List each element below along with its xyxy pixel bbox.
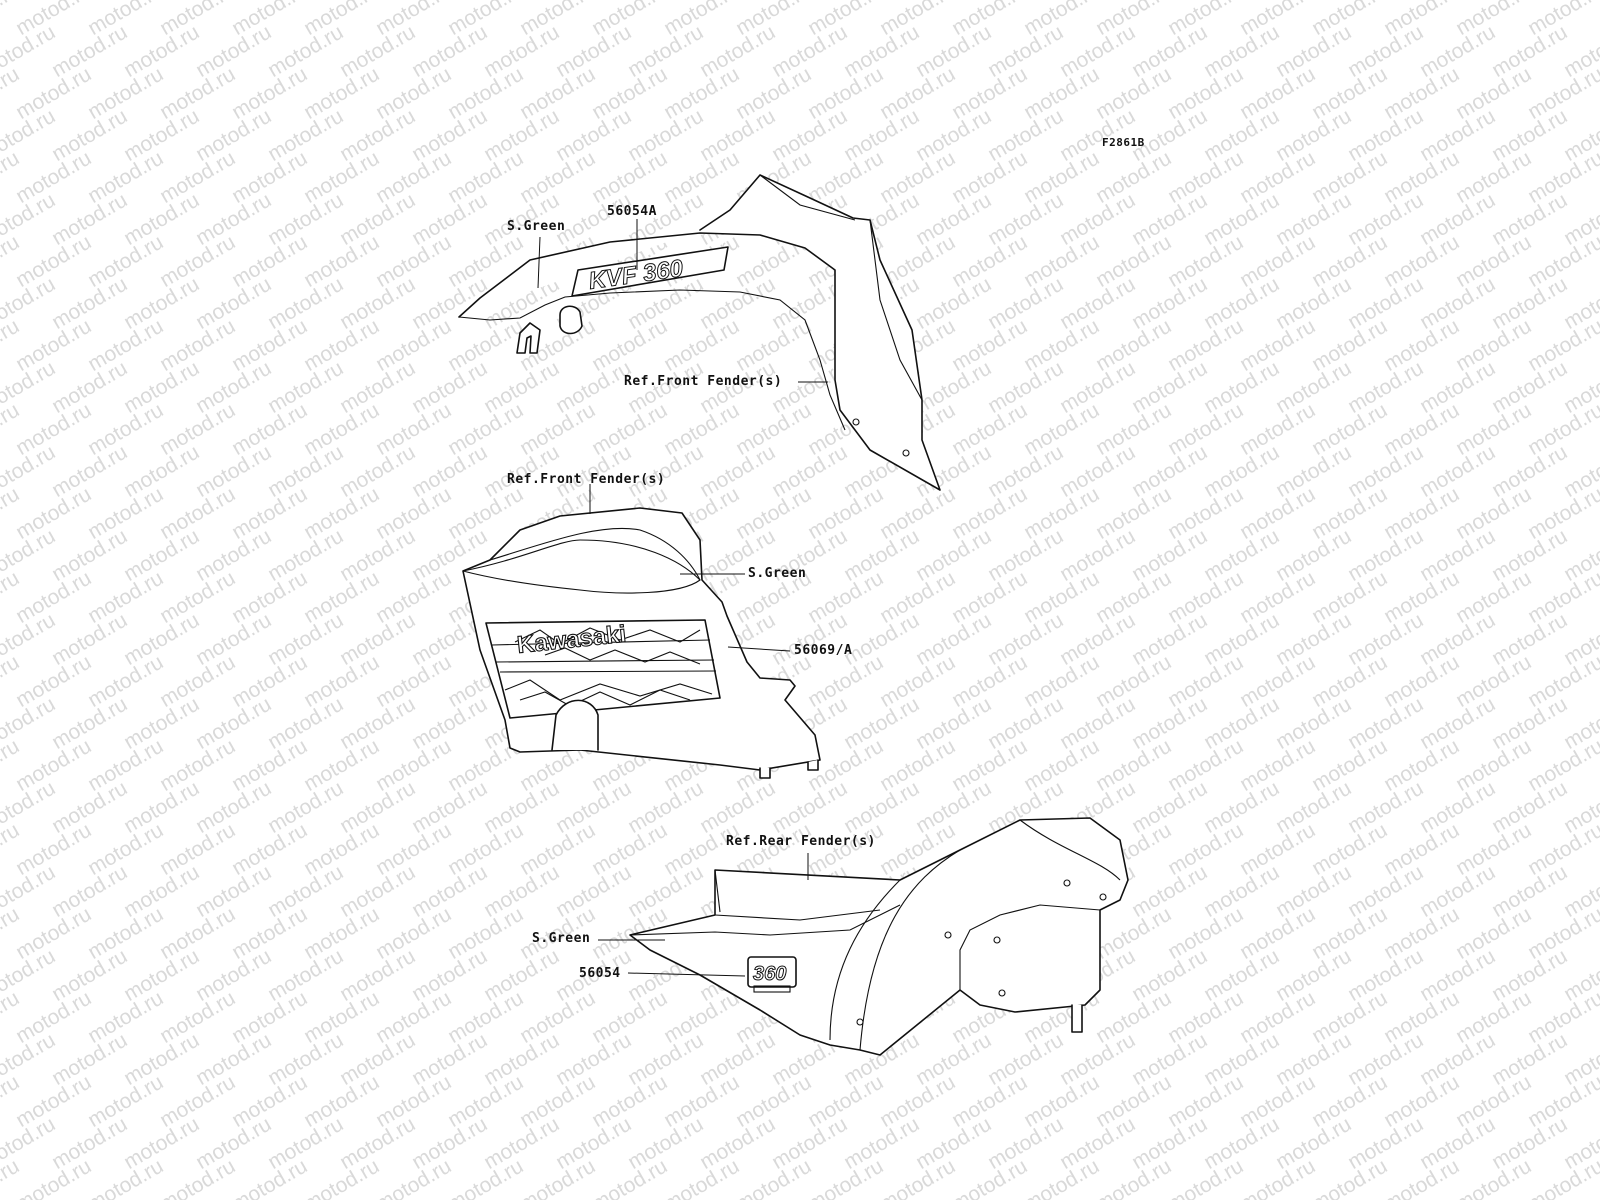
figure-code: F2861B	[1102, 136, 1145, 149]
rear-ref-label: Ref.Rear Fender(s)	[726, 834, 876, 849]
upper-front-fender: KVF 360	[458, 174, 941, 491]
360-badge-text: 360	[753, 963, 786, 985]
middle-front-fender: Kawasaki	[462, 484, 821, 779]
upper-color-label: S.Green	[507, 219, 566, 234]
rear-color-label: S.Green	[532, 931, 591, 946]
360-badge: 360	[747, 956, 797, 993]
middle-ref-label: Ref.Front Fender(s)	[507, 472, 666, 487]
rear-decal-part-number: 56054	[579, 966, 621, 981]
rear-fender: 360	[598, 817, 1129, 1056]
middle-decal-part-number: 56069/A	[794, 643, 853, 658]
upper-decal-part-number: 56054A	[607, 204, 657, 219]
middle-color-label: S.Green	[748, 566, 807, 581]
upper-ref-label: Ref.Front Fender(s)	[624, 374, 783, 389]
